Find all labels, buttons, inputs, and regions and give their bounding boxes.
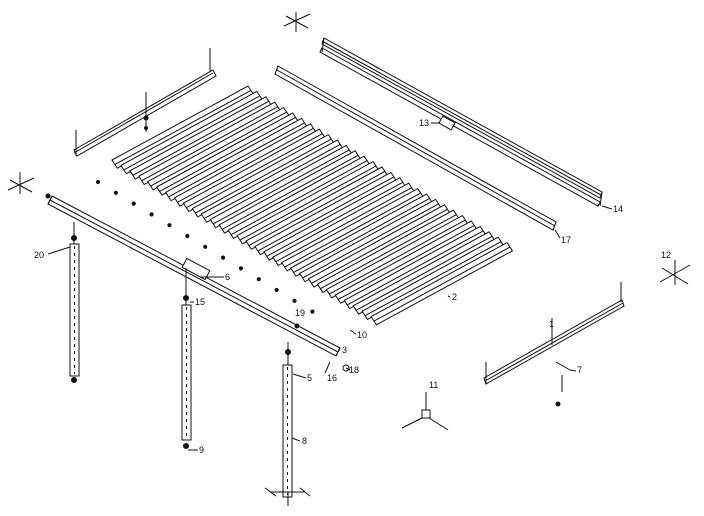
roof-panel-groove	[141, 106, 278, 182]
panel-screw	[131, 201, 136, 206]
roof-panel-groove	[373, 246, 510, 322]
roof-panel-groove	[337, 225, 475, 301]
panel-screw	[220, 255, 226, 260]
callout-17: 17	[561, 235, 571, 245]
panel-screw	[149, 212, 154, 217]
callout-18: 18	[349, 365, 359, 375]
roof-panel-groove	[221, 154, 359, 230]
callout-19: 19	[295, 308, 305, 318]
callout-12: 12	[661, 250, 671, 260]
callout-16: 16	[327, 373, 337, 383]
post-right	[264, 342, 311, 506]
callout-20: 20	[34, 250, 44, 260]
callout-6: 6	[225, 272, 230, 282]
panel-screw	[95, 179, 101, 185]
callout-labels: 1 2 3 5 6 7 8 9 10 11 12 13 14 15 16 17 …	[34, 118, 671, 455]
roof-panel-groove	[328, 219, 466, 295]
callout-3: 3	[342, 345, 347, 355]
roof-panel-groove	[230, 160, 368, 236]
front-beam-3	[47, 195, 341, 357]
back-rail-14	[319, 37, 603, 207]
roof-panel-groove	[266, 181, 403, 257]
roof-panel-groove	[114, 90, 251, 166]
fastener-7	[555, 361, 571, 407]
post-middle	[181, 268, 192, 449]
roof-panel-groove	[212, 149, 350, 225]
panel-screw	[292, 298, 297, 303]
leader-lines	[47, 122, 613, 451]
roof-panel-groove	[319, 214, 457, 290]
roof-panel-groove	[293, 198, 430, 274]
roof-panel-groove	[132, 100, 269, 176]
roof-panel-groove	[302, 203, 439, 279]
roof-panel-groove	[194, 138, 332, 214]
side-rail-1	[483, 282, 625, 385]
panel-screw	[310, 309, 315, 314]
callout-2: 2	[452, 292, 457, 302]
callout-14: 14	[613, 204, 623, 214]
panel-screw	[113, 190, 118, 195]
callout-7: 7	[577, 365, 582, 375]
screw-19	[294, 323, 300, 329]
callout-1: 1	[549, 319, 554, 329]
panel-screw	[256, 277, 261, 282]
panel-screw	[203, 244, 208, 249]
roof-panel-groove	[257, 176, 394, 252]
left-end-rail	[73, 48, 217, 157]
roof-panel-groove	[364, 241, 502, 317]
roof-panel-groove	[239, 165, 376, 241]
corner-bracket-left	[7, 172, 35, 194]
roof-panel-groove	[185, 133, 323, 209]
roof-panel-groove	[275, 187, 412, 263]
corner-bracket-12	[659, 260, 691, 285]
roof-panel-groove	[168, 122, 305, 198]
callout-8: 8	[302, 436, 307, 446]
post-left	[69, 222, 80, 383]
roof-panel-groove	[203, 144, 341, 220]
fastener-left-end	[45, 193, 51, 199]
callout-13: 13	[419, 118, 429, 128]
panel-screw	[238, 266, 244, 271]
roof-panel-groove	[346, 230, 484, 306]
corner-bracket-11	[401, 392, 449, 431]
callout-9: 9	[199, 445, 204, 455]
callout-15: 15	[195, 297, 205, 307]
roof-panel-groove	[355, 235, 493, 311]
roof-panel-groove	[310, 208, 448, 284]
roof-panel-groove	[284, 192, 421, 268]
roof-panel-groove	[248, 171, 385, 247]
panel-screw	[167, 223, 172, 228]
callout-5: 5	[307, 373, 312, 383]
corner-bracket-top	[283, 12, 311, 32]
roof-panel-groove	[176, 127, 314, 203]
roof-panels	[95, 85, 514, 326]
roof-panel-groove	[150, 111, 287, 187]
callout-11: 11	[429, 380, 438, 390]
callout-10: 10	[357, 330, 367, 340]
gutter-rail-17	[274, 65, 557, 231]
roof-panel-groove	[159, 117, 296, 193]
roof-panel-groove	[123, 95, 260, 171]
panel-screw	[274, 287, 279, 293]
panel-screw	[185, 233, 190, 239]
